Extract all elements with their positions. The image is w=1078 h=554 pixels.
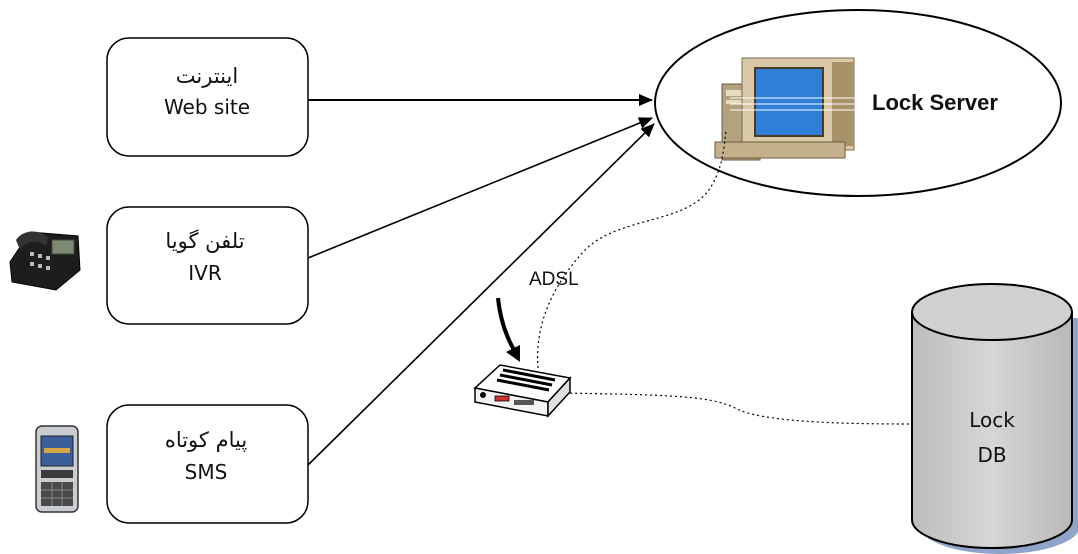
- desk-phone-icon: [9, 231, 81, 291]
- sms-box: پیام کوتاه SMS: [106, 404, 309, 524]
- arrow-sms-to-server: [307, 123, 655, 466]
- db-label-line1: Lock: [969, 408, 1015, 432]
- ivr-box: تلفن گویا IVR: [106, 206, 309, 325]
- internet-label-fa: اینترنت: [176, 64, 238, 88]
- internet-label-en: Web site: [164, 95, 250, 119]
- ivr-label-fa: تلفن گویا: [165, 229, 244, 253]
- db-label-line2: DB: [977, 443, 1006, 467]
- server-ellipse: [654, 9, 1062, 197]
- db-cylinder-top: [911, 283, 1073, 341]
- db-cylinder-body: [911, 312, 1073, 549]
- computer-icon: [714, 57, 860, 161]
- internet-box: اینترنت Web site: [106, 37, 309, 157]
- lock-server-node: Lock Server: [654, 9, 1062, 197]
- adsl-link-line: [536, 129, 727, 369]
- sms-label-en: SMS: [185, 460, 228, 484]
- db-link-line: [564, 392, 913, 425]
- mobile-phone-icon: [35, 425, 79, 513]
- ivr-label-en: IVR: [188, 261, 222, 285]
- adsl-label: ADSL: [529, 269, 579, 290]
- lock-db-node: Lock DB: [911, 283, 1078, 554]
- arrow-ivr-to-server: [307, 117, 653, 259]
- modem-icon: [473, 364, 572, 418]
- sms-label-fa: پیام کوتاه: [165, 428, 248, 452]
- pointer-arrow: [496, 297, 520, 362]
- server-label: Lock Server: [872, 90, 998, 115]
